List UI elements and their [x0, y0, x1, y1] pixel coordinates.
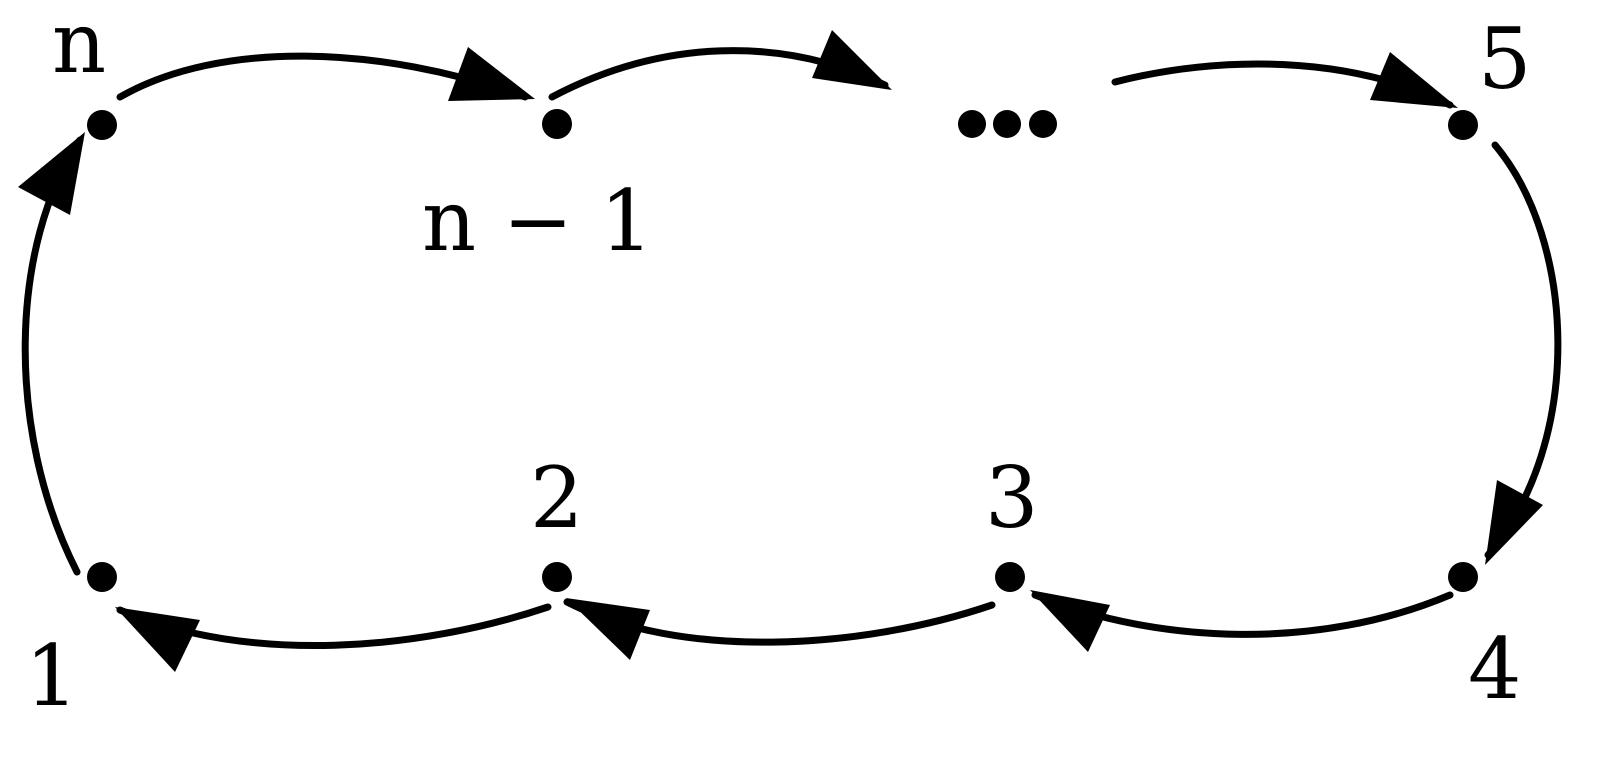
- ellipsis-dot-3: [1029, 110, 1057, 138]
- node-2-dot: [542, 562, 572, 592]
- node-n-minus-1-label: n − 1: [422, 172, 653, 270]
- arrowhead-n-to-n-minus-1: [448, 47, 535, 101]
- node-1-label: 1: [25, 627, 78, 725]
- node-4-label: 4: [1468, 620, 1521, 718]
- node-3-dot: [995, 562, 1025, 592]
- node-5-dot: [1448, 110, 1478, 140]
- arrowhead-1-to-n: [18, 132, 85, 215]
- arrowhead-2-to-1: [115, 607, 200, 672]
- node-n-label: n: [52, 0, 106, 92]
- node-4-dot: [1448, 562, 1478, 592]
- node-1-dot: [87, 562, 117, 592]
- arrowhead-3-to-2: [566, 598, 650, 660]
- ellipsis-dot-2: [993, 110, 1021, 138]
- arrowhead-ellipsis-to-5: [1370, 52, 1458, 108]
- node-n-dot: [87, 110, 117, 140]
- arrowhead-n-minus-1-to-ellipsis: [812, 30, 892, 90]
- node-n-minus-1-dot: [542, 109, 572, 139]
- node-2-label: 2: [530, 449, 583, 547]
- arrowhead-5-to-4: [1485, 480, 1543, 565]
- ellipsis-dot-1: [958, 110, 986, 138]
- node-3-label: 3: [985, 449, 1038, 547]
- node-5-label: 5: [1478, 10, 1531, 108]
- arrowhead-4-to-3: [1030, 590, 1110, 652]
